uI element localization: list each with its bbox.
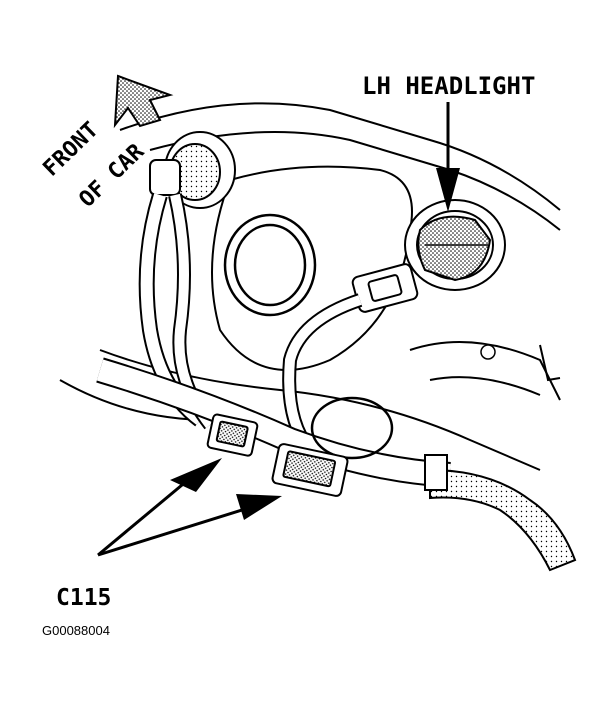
- c115-connector-halves: [206, 413, 349, 497]
- headlight-socket-rh: [149, 131, 236, 209]
- grommet-ring: [310, 396, 394, 460]
- harness-clip: [424, 454, 448, 491]
- lh-headlight-pointer: [436, 102, 460, 212]
- c115-pointer-arrows: [97, 458, 282, 557]
- headlight-opening: [223, 213, 317, 317]
- lh-headlight-label: LH HEADLIGHT: [362, 72, 536, 100]
- main-harness: [96, 357, 451, 488]
- front-of-car-arrow: [113, 74, 174, 129]
- figure-reference: G00088004: [42, 623, 110, 638]
- lh-headlight-bulb: [404, 199, 506, 291]
- wire-harness-lh: [282, 293, 363, 455]
- headlight-connector: [351, 263, 419, 313]
- radiator-hose: [429, 468, 577, 572]
- connector-label: C115: [56, 585, 112, 611]
- bolt-hole: [480, 344, 496, 360]
